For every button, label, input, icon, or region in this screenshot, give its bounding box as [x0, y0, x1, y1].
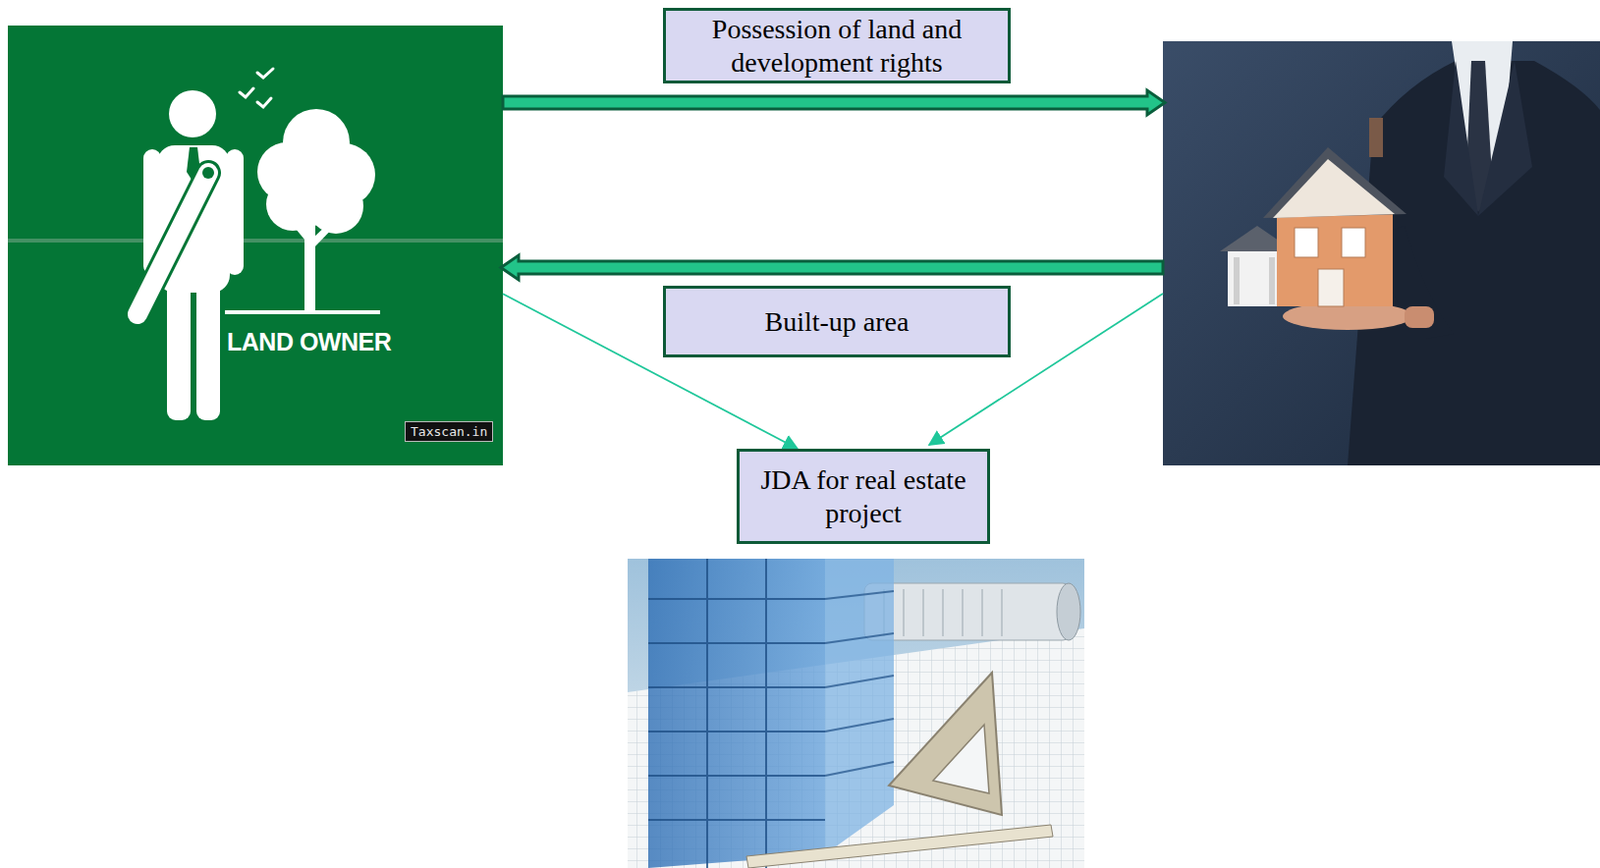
house-model — [1263, 147, 1407, 219]
blueprint-photo — [746, 825, 1053, 868]
blueprint-photo — [648, 558, 826, 868]
blueprint-photo — [933, 724, 990, 794]
blueprint-photo — [1056, 583, 1081, 641]
person-icon — [202, 166, 215, 179]
blueprint-photo — [825, 591, 894, 776]
tree-icon — [224, 109, 381, 315]
developer-photo — [1282, 302, 1413, 331]
land-owner-panel — [7, 25, 503, 466]
blueprint-photo — [627, 558, 1085, 868]
person-icon — [225, 149, 244, 276]
blueprint-photo — [864, 583, 1071, 641]
land-owner-panel: LAND OWNER — [7, 25, 503, 466]
house-model — [1268, 257, 1275, 305]
person-icon — [137, 90, 244, 421]
exchange-arrows — [502, 90, 1165, 115]
box-text: JDA for real estate project — [751, 463, 976, 530]
blueprint-photo — [648, 558, 826, 868]
process-box: Built-up area — [662, 285, 1011, 358]
blueprint-photo — [888, 672, 1002, 816]
blueprint-photo — [883, 589, 1002, 637]
exchange-arrows — [500, 90, 1165, 280]
house-model — [1318, 269, 1344, 307]
house-model — [1233, 257, 1240, 305]
house-model — [1341, 227, 1366, 258]
person-icon — [137, 172, 209, 315]
tree-icon — [224, 310, 381, 315]
house-model — [1369, 117, 1383, 158]
panel-title: LAND OWNER — [226, 328, 391, 357]
developer-photo — [1162, 41, 1600, 466]
process-box: JDA for real estate project — [736, 448, 991, 545]
house-model — [1276, 208, 1393, 307]
birds-icon — [257, 98, 272, 108]
developer-photo — [1443, 60, 1479, 217]
developer-photo — [1162, 41, 1600, 466]
land-owner-panel — [7, 238, 503, 243]
birds-icon — [257, 68, 274, 78]
house-model — [1294, 227, 1319, 258]
house-model — [1272, 159, 1395, 219]
birds-icon — [239, 88, 254, 98]
house-model — [1219, 117, 1407, 307]
box-text: Possession of land and development right… — [677, 12, 996, 79]
land-owner-panel — [7, 25, 503, 466]
process-box: Possession of land and development right… — [662, 7, 1011, 84]
blueprint-photo — [627, 558, 1085, 868]
house-model — [1227, 247, 1283, 307]
blueprint-photo — [825, 558, 894, 855]
developer-photo — [1404, 306, 1435, 329]
person-icon — [196, 279, 221, 421]
person-icon — [168, 90, 217, 138]
exchange-arrows — [500, 255, 1163, 280]
developer-photo — [1478, 60, 1533, 217]
person-icon — [137, 172, 209, 315]
birds-icon — [239, 68, 274, 108]
watermark: Taxscan.in — [404, 421, 494, 442]
person-icon — [166, 279, 191, 421]
box-text: Built-up area — [765, 305, 910, 339]
tree-icon — [308, 178, 364, 234]
